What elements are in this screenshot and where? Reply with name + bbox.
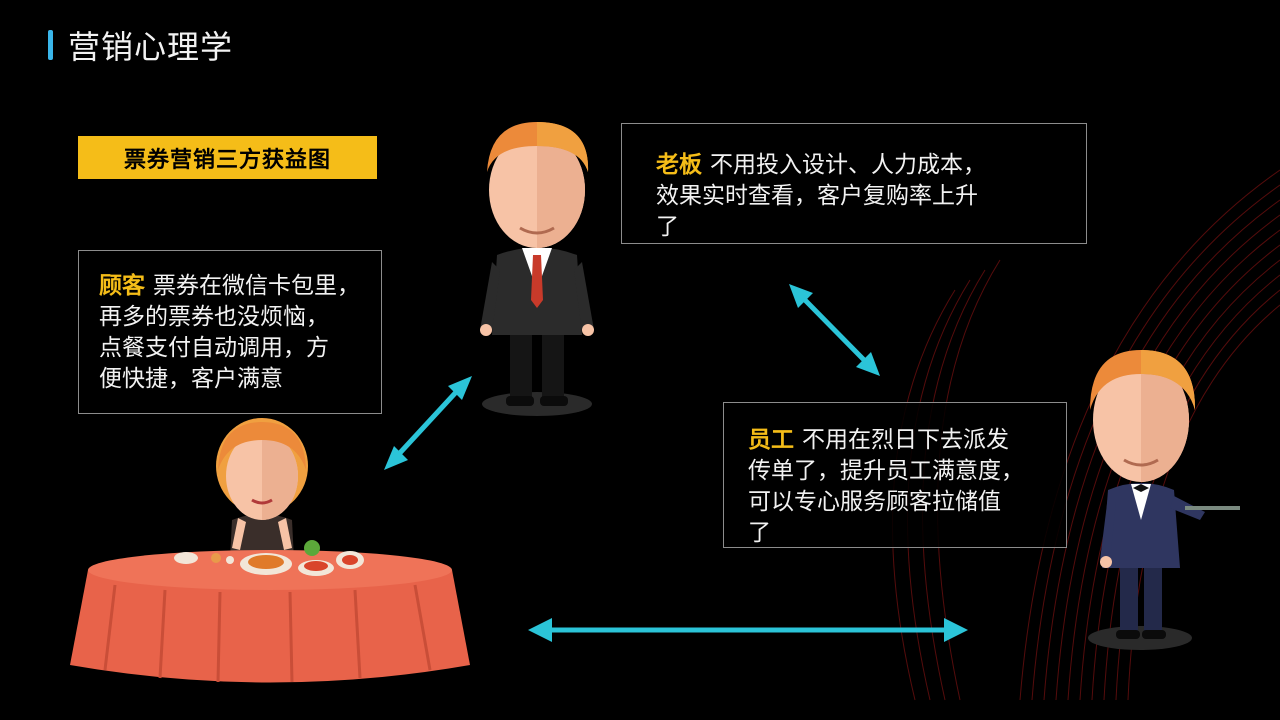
staff-text: 员工不用在烈日下去派发 传单了，提升员工满意度， 可以专心服务顾客拉储值 了 <box>748 425 1066 548</box>
customer-line: 票券在微信卡包里， <box>153 273 360 299</box>
boss-line: 效果实时查看，客户复购率上升 <box>656 183 978 209</box>
waiter-figure-icon <box>1088 350 1240 650</box>
boss-text: 老板不用投入设计、人力成本， 效果实时查看，客户复购率上升 了 <box>656 150 1086 243</box>
staff-line: 传单了，提升员工满意度， <box>748 458 1024 484</box>
staff-callout: 员工不用在烈日下去派发 传单了，提升员工满意度， 可以专心服务顾客拉储值 了 <box>723 402 1067 548</box>
customer-line: 点餐支付自动调用，方 <box>99 335 329 361</box>
boss-role-label: 老板 <box>656 152 702 178</box>
boss-figure-icon <box>480 122 594 416</box>
customer-line: 再多的票券也没烦恼， <box>99 304 329 330</box>
double-arrow-icon <box>384 284 968 642</box>
customer-text: 顾客票券在微信卡包里， 再多的票券也没烦恼， 点餐支付自动调用，方 便快捷，客户… <box>99 271 381 395</box>
boss-line: 不用投入设计、人力成本， <box>710 152 986 178</box>
boss-callout: 老板不用投入设计、人力成本， 效果实时查看，客户复购率上升 了 <box>621 123 1087 244</box>
customer-line: 便快捷，客户满意 <box>99 366 283 392</box>
customer-figure-icon <box>216 418 308 560</box>
diagram-title-badge: 票券营销三方获益图 <box>78 136 377 179</box>
customer-callout: 顾客票券在微信卡包里， 再多的票券也没烦恼， 点餐支付自动调用，方 便快捷，客户… <box>78 250 382 414</box>
customer-role-label: 顾客 <box>99 273 145 299</box>
staff-line: 了 <box>748 520 771 546</box>
title-accent-bar <box>48 30 53 60</box>
dining-table-icon <box>70 540 470 683</box>
staff-line: 可以专心服务顾客拉储值 <box>748 489 1001 515</box>
boss-line: 了 <box>656 214 679 240</box>
staff-role-label: 员工 <box>748 427 794 453</box>
staff-line: 不用在烈日下去派发 <box>802 427 1009 453</box>
page-title: 营销心理学 <box>68 28 234 66</box>
